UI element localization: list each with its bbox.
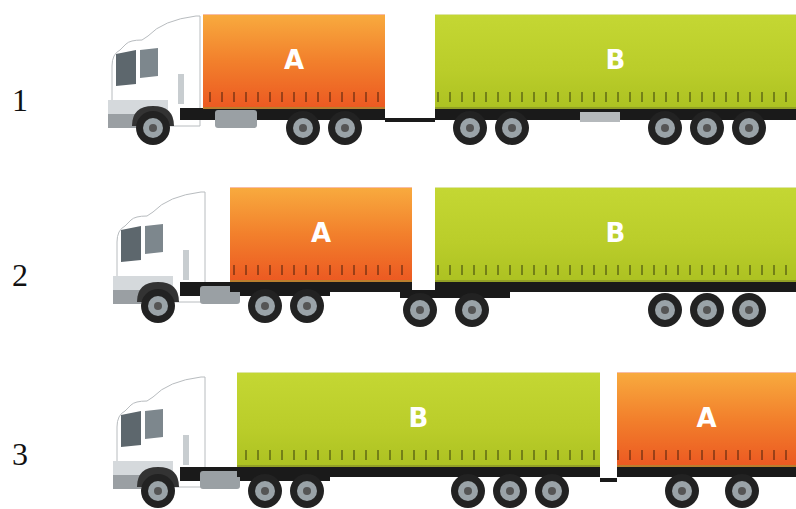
row-number: 3	[12, 438, 52, 470]
trailer-box-a: A	[230, 187, 412, 282]
wheel	[286, 111, 320, 145]
wheel	[136, 111, 170, 145]
drawbar	[600, 478, 617, 482]
row-number: 2	[12, 259, 52, 291]
trailer-letter: A	[203, 45, 385, 75]
wheel	[248, 289, 282, 323]
chassis	[230, 282, 412, 292]
trailer-box-b: B	[435, 187, 796, 282]
fuel-tank	[215, 110, 257, 128]
wheel	[690, 111, 724, 145]
row-number: 1	[12, 84, 52, 116]
trailer-box-b: B	[435, 14, 796, 109]
trailer-letter: B	[435, 45, 796, 75]
wheel	[451, 474, 485, 508]
wheel	[455, 293, 489, 327]
fuel-tank	[200, 471, 240, 489]
wheel	[648, 111, 682, 145]
trailer-letter: A	[617, 403, 796, 433]
wheel	[141, 289, 175, 323]
wheel	[732, 111, 766, 145]
wheel	[141, 474, 175, 508]
wheel	[403, 293, 437, 327]
wheel	[248, 474, 282, 508]
chassis	[617, 467, 796, 477]
wheel	[690, 293, 724, 327]
wheel	[290, 474, 324, 508]
wheel	[535, 474, 569, 508]
wheel	[453, 111, 487, 145]
curtain-ticks	[203, 92, 385, 102]
wheel	[725, 474, 759, 508]
wheel	[495, 111, 529, 145]
trailer-box-a: A	[203, 14, 385, 109]
trailer-letter: A	[230, 218, 412, 248]
wheel	[290, 289, 324, 323]
curtain-ticks	[230, 265, 412, 275]
wheel	[493, 474, 527, 508]
curtain-ticks	[435, 265, 796, 275]
wheel	[648, 293, 682, 327]
toolbox	[580, 112, 620, 122]
trailer-letter: B	[237, 403, 600, 433]
curtain-ticks	[617, 450, 796, 460]
wheel	[732, 293, 766, 327]
wheel	[328, 111, 362, 145]
wheel	[665, 474, 699, 508]
curtain-ticks	[237, 450, 600, 460]
trailer-box-a: A	[617, 372, 796, 467]
trailer-box-b: B	[237, 372, 600, 467]
drawbar	[385, 118, 435, 122]
trailer-letter: B	[435, 218, 796, 248]
curtain-ticks	[435, 92, 796, 102]
chassis	[435, 282, 796, 292]
